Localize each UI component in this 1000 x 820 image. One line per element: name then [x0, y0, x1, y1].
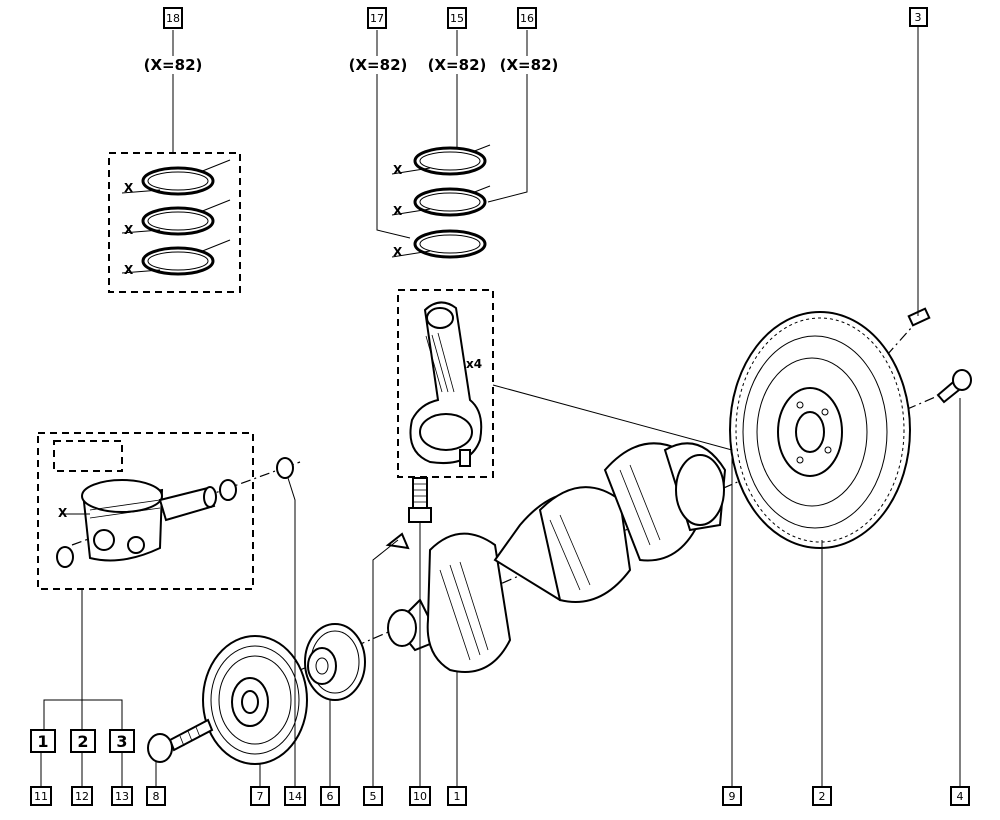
callout-18: 18: [163, 7, 183, 29]
svg-text:1: 1: [37, 732, 48, 751]
callout-6: 6: [320, 786, 340, 806]
svg-text:17: 17: [370, 12, 384, 25]
piston-mark: X: [58, 506, 68, 520]
svg-text:14: 14: [288, 790, 302, 803]
ring-mark-r1: X: [393, 163, 403, 177]
svg-text:10: 10: [413, 790, 427, 803]
svg-text:2: 2: [77, 732, 88, 751]
piston-inner-box: [53, 440, 123, 472]
svg-text:3: 3: [116, 732, 127, 751]
svg-text:7: 7: [257, 790, 264, 803]
svg-text:18: 18: [166, 12, 180, 25]
piston-rings-left: [121, 159, 231, 276]
piston-assembly-box: [37, 432, 254, 590]
callout-17: 17: [367, 7, 387, 29]
callout-15: 15: [447, 7, 467, 29]
callout-8: 8: [146, 786, 166, 806]
callout-13: 13: [111, 786, 133, 806]
callout-10: 10: [409, 786, 431, 806]
svg-text:9: 9: [729, 790, 736, 803]
variant-box-3: 3: [109, 729, 135, 753]
svg-text:5: 5: [370, 790, 377, 803]
svg-text:6: 6: [327, 790, 334, 803]
callout-11: 11: [30, 786, 52, 806]
svg-text:3: 3: [915, 11, 922, 24]
flywheel: [729, 311, 911, 549]
svg-text:2: 2: [819, 790, 826, 803]
callout-1: 1: [447, 786, 467, 806]
crank-sprocket: [304, 623, 366, 701]
ring-note-18: (X=82): [144, 56, 203, 74]
piston-rings-right: [391, 144, 491, 259]
ring-mark-l2: X: [124, 223, 134, 237]
rod-bolt: [408, 477, 432, 523]
svg-text:12: 12: [75, 790, 89, 803]
svg-text:8: 8: [153, 790, 160, 803]
pulley-bolt: [147, 718, 214, 763]
callout-7: 7: [250, 786, 270, 806]
callout-5: 5: [363, 786, 383, 806]
callout-4: 4: [950, 786, 970, 806]
ring-note-16: (X=82): [500, 56, 559, 74]
callout-14: 14: [284, 786, 306, 806]
svg-text:11: 11: [34, 790, 48, 803]
damper-pulley: [202, 635, 308, 765]
ring-mark-r2: X: [393, 204, 403, 218]
callout-3: 3: [909, 7, 928, 27]
svg-text:15: 15: [450, 12, 464, 25]
flywheel-dowel: [907, 307, 931, 327]
variant-box-2: 2: [70, 729, 96, 753]
leader-lines: [40, 26, 961, 788]
callout-12: 12: [71, 786, 93, 806]
ring-set-box-left: [108, 152, 241, 293]
ring-mark-l3: X: [124, 263, 134, 277]
quantity-note: x4: [466, 357, 482, 371]
callout-9: 9: [722, 786, 742, 806]
crankshaft: [387, 442, 727, 673]
svg-text:1: 1: [454, 790, 461, 803]
ring-note-15: (X=82): [428, 56, 487, 74]
flywheel-bolt: [936, 369, 972, 404]
svg-text:13: 13: [115, 790, 129, 803]
piston-assembly: [56, 479, 237, 568]
connecting-rod: [409, 301, 483, 467]
callout-2: 2: [812, 786, 832, 806]
ring-note-17: (X=82): [349, 56, 408, 74]
connecting-rod-box: [397, 289, 494, 478]
ring-mark-r3: X: [393, 245, 403, 259]
svg-text:4: 4: [957, 790, 964, 803]
svg-text:16: 16: [520, 12, 534, 25]
variant-box-1: 1: [30, 729, 56, 753]
callout-16: 16: [517, 7, 537, 29]
circlip: [276, 457, 294, 479]
ring-mark-l1: X: [124, 181, 134, 195]
